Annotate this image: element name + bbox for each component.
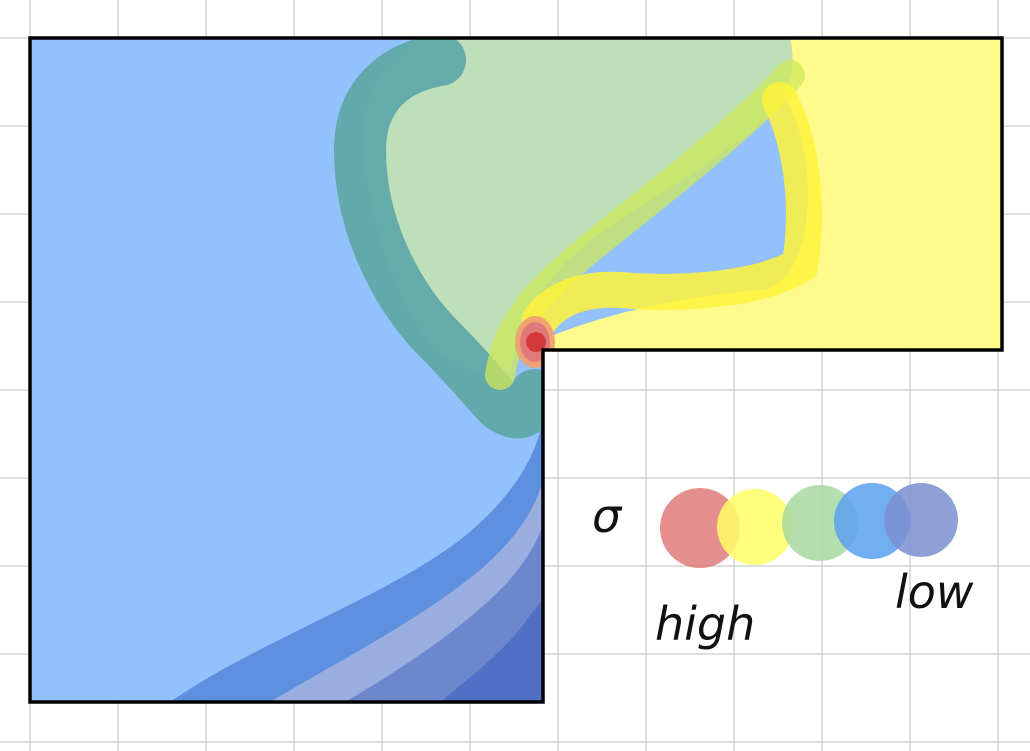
region-yellow (520, 38, 1002, 350)
legend-swatch-red (660, 488, 740, 568)
contour-teal (334, 38, 561, 439)
legend-swatch-indigo (884, 483, 958, 557)
legend: σ high low (592, 483, 974, 651)
contour-yellow-green (485, 60, 805, 390)
legend-high-label: high (655, 597, 755, 651)
legend-swatch-yellow (717, 489, 793, 565)
hotspot-red (526, 332, 546, 352)
contour-bright-yellow (522, 82, 822, 338)
legend-sigma-symbol: σ (592, 489, 623, 543)
band-blue-4 (440, 600, 543, 702)
stress-contours (30, 38, 1002, 702)
legend-low-label: low (895, 565, 974, 619)
part-outline (28, 36, 1004, 704)
region-green (363, 38, 793, 373)
